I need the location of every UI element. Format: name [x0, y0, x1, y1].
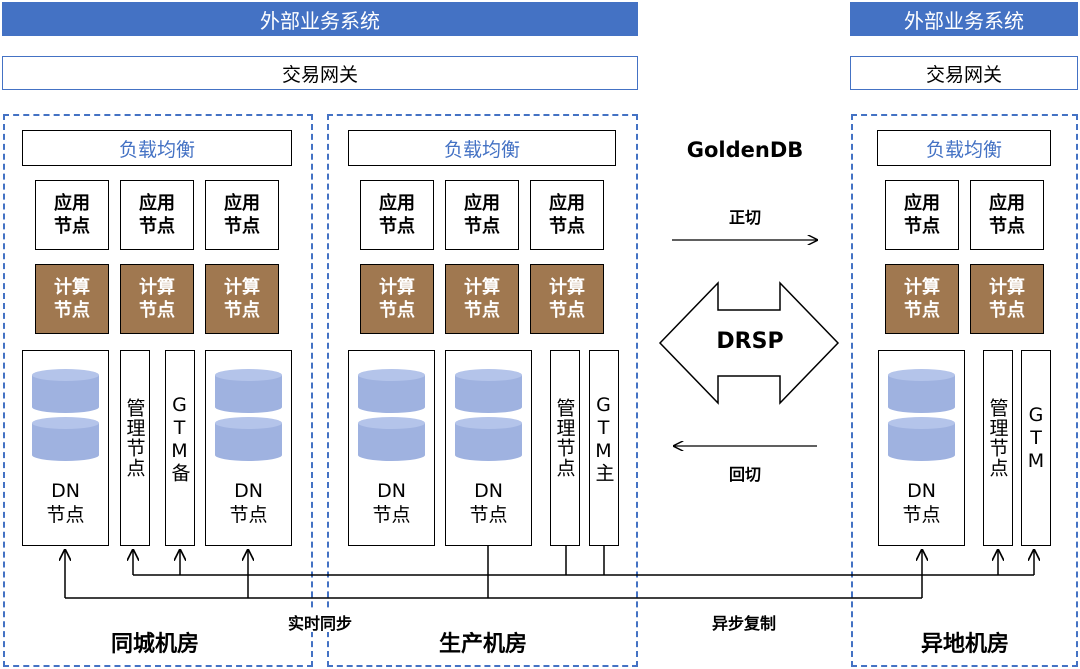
external-system-banner-right: 外部业务系统 [850, 2, 1078, 36]
database-icon [455, 369, 522, 413]
room-title-remote: 异地机房 [920, 632, 1009, 657]
app-node: 应用 节点 [35, 180, 109, 250]
load-balancer-label: 负载均衡 [443, 138, 520, 161]
management-node: 管理节点 [550, 350, 580, 546]
dn-node: DN 节点 [878, 350, 965, 546]
gtm-backup-label: GTM备 [168, 393, 191, 483]
app-node: 应用 节点 [205, 180, 279, 250]
replication-connector [65, 546, 922, 599]
switch-forward-label: 正切 [728, 208, 761, 227]
compute-node: 计算 节点 [885, 264, 959, 334]
app-node: 应用 节点 [360, 180, 434, 250]
dn-node: DN 节点 [348, 350, 435, 546]
database-icon [32, 369, 99, 413]
database-icon [215, 417, 282, 461]
compute-node: 计算 节点 [445, 264, 519, 334]
dn-node-label: DN 节点 [229, 480, 268, 526]
compute-node: 计算 节点 [35, 264, 109, 334]
management-connector [133, 546, 1034, 576]
compute-node: 计算 节点 [970, 264, 1044, 334]
sync-label: 实时同步 [272, 610, 368, 633]
load-balancer: 负载均衡 [877, 130, 1051, 166]
load-balancer: 负载均衡 [348, 130, 616, 166]
drsp-double-arrow-icon [658, 281, 840, 405]
management-node-label: 管理节点 [553, 398, 576, 478]
trade-gateway-label: 交易网关 [281, 63, 358, 86]
room-title-same-city: 同城机房 [110, 632, 199, 657]
dn-node: DN 节点 [205, 350, 292, 546]
app-node: 应用 节点 [120, 180, 194, 250]
dn-node-label: DN 节点 [469, 480, 508, 526]
database-icon [215, 369, 282, 413]
management-node: 管理节点 [983, 350, 1013, 546]
app-node: 应用 节点 [885, 180, 959, 250]
dn-node-label: DN 节点 [46, 480, 85, 526]
gtm-primary-label: GTM主 [592, 393, 615, 483]
compute-node: 计算 节点 [120, 264, 194, 334]
management-node-label: 管理节点 [986, 398, 1009, 478]
external-system-label: 外部业务系统 [260, 8, 380, 33]
load-balancer-label: 负载均衡 [925, 138, 1002, 161]
app-node: 应用 节点 [445, 180, 519, 250]
product-name: GoldenDB [686, 138, 804, 162]
gtm-node: GTM [1021, 350, 1051, 546]
external-system-banner-left: 外部业务系统 [2, 2, 638, 36]
dn-node-label: DN 节点 [372, 480, 411, 526]
async-label: 异步复制 [696, 610, 792, 633]
room-title-production: 生产机房 [438, 632, 527, 657]
app-node: 应用 节点 [970, 180, 1044, 250]
database-icon [888, 369, 955, 413]
gtm-primary-node: GTM主 [589, 350, 619, 546]
room-remote [851, 114, 1078, 667]
drsp-label: DRSP [716, 329, 784, 354]
app-node: 应用 节点 [530, 180, 604, 250]
database-icon [32, 417, 99, 461]
dn-node-label: DN 节点 [902, 480, 941, 526]
management-node: 管理节点 [120, 350, 150, 546]
database-icon [358, 417, 425, 461]
trade-gateway-label: 交易网关 [925, 63, 1002, 86]
trade-gateway-right: 交易网关 [850, 56, 1078, 90]
database-icon [888, 417, 955, 461]
gtm-label: GTM [1025, 403, 1047, 473]
dn-node: DN 节点 [22, 350, 109, 546]
database-icon [455, 417, 522, 461]
load-balancer: 负载均衡 [22, 130, 292, 166]
database-icon [358, 369, 425, 413]
room-same-city [3, 114, 313, 667]
compute-node: 计算 节点 [530, 264, 604, 334]
external-system-label: 外部业务系统 [904, 8, 1024, 33]
dn-node: DN 节点 [445, 350, 532, 546]
compute-node: 计算 节点 [205, 264, 279, 334]
trade-gateway-left: 交易网关 [2, 56, 638, 90]
switch-back-label: 回切 [728, 465, 761, 484]
compute-node: 计算 节点 [360, 264, 434, 334]
load-balancer-label: 负载均衡 [118, 138, 195, 161]
room-production [327, 114, 638, 667]
management-node-label: 管理节点 [123, 398, 146, 478]
gtm-backup-node: GTM备 [165, 350, 195, 546]
